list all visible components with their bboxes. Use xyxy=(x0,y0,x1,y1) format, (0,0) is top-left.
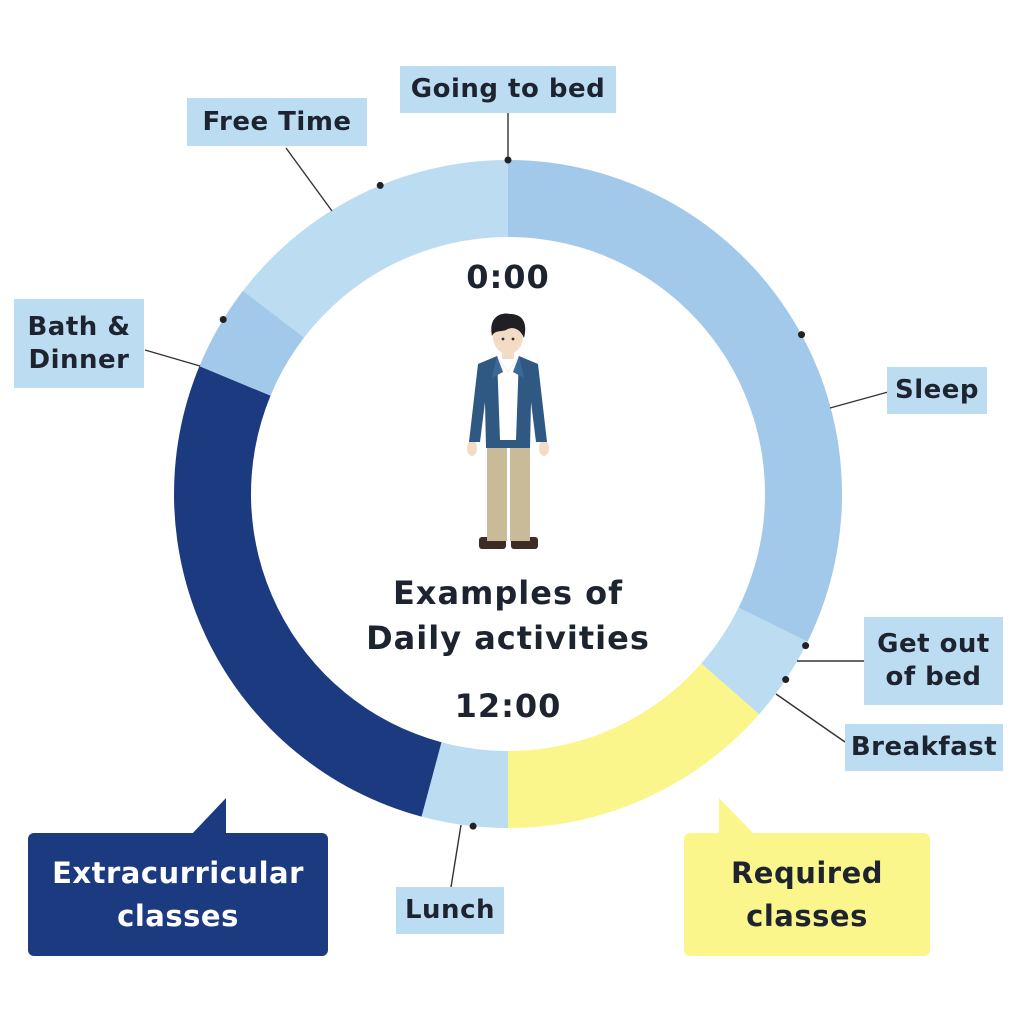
callout-required-tail xyxy=(719,798,756,836)
segment-required-classes xyxy=(508,663,760,828)
callout-required-line1: Required xyxy=(730,855,884,890)
segment-sleep xyxy=(508,160,842,642)
leader-free-time xyxy=(285,147,333,212)
label-get-out-of-bed-line1: Get out xyxy=(877,629,990,659)
label-sleep: Sleep xyxy=(887,367,987,414)
time-label-bottom: 12:00 xyxy=(454,687,562,725)
marker-bath-dinner xyxy=(219,315,227,323)
chart-title-line1: Examples of xyxy=(392,574,624,612)
label-breakfast: Breakfast xyxy=(845,724,1003,771)
leader-bath-dinner xyxy=(144,349,201,367)
label-bath-dinner-line2: Dinner xyxy=(28,344,130,375)
label-get-out-of-bed: Get out of bed xyxy=(864,617,1003,705)
marker-free-time xyxy=(376,181,384,189)
marker-lunch xyxy=(469,822,477,830)
segment-extracurricular-classes xyxy=(173,366,442,817)
marker-get-out-of-bed xyxy=(802,642,810,650)
chart-title-line2: Daily activities xyxy=(366,619,650,657)
person-illustration xyxy=(467,313,549,549)
marker-breakfast xyxy=(782,676,790,684)
donut-segments xyxy=(173,160,842,829)
segment-free-time xyxy=(243,160,508,338)
callout-extracurricular-line1: Extracurricular xyxy=(52,855,304,890)
label-bath-dinner-line1: Bath & xyxy=(27,311,131,342)
label-lunch: Lunch xyxy=(396,887,504,934)
marker-going-to-bed xyxy=(504,156,512,164)
leader-breakfast xyxy=(775,693,846,743)
label-free-time: Free Time xyxy=(187,98,367,146)
leader-lines xyxy=(144,112,889,888)
time-label-top: 0:00 xyxy=(466,258,550,296)
segment-lunch xyxy=(421,742,508,829)
callout-required-line2: classes xyxy=(746,898,868,933)
label-get-out-of-bed-line2: of bed xyxy=(885,662,982,692)
marker-sleep xyxy=(798,331,806,339)
callout-required-classes: Required classes xyxy=(684,833,930,956)
callout-extracurricular-classes: Extracurricular classes xyxy=(28,833,328,956)
leader-sleep xyxy=(829,391,889,409)
time-markers xyxy=(219,156,810,830)
label-going-to-bed: Going to bed xyxy=(400,66,616,113)
callout-extracurricular-line2: classes xyxy=(117,898,239,933)
label-bath-dinner: Bath & Dinner xyxy=(14,299,144,388)
segment-get-out-of-bed xyxy=(701,607,808,715)
leader-lunch xyxy=(450,824,462,888)
callout-extracurricular-tail xyxy=(190,798,226,836)
